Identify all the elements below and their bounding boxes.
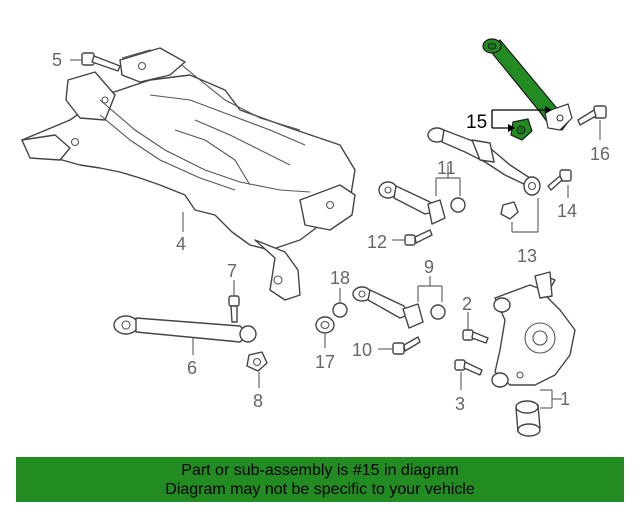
- bolt-2: [462, 329, 489, 344]
- link-9: [352, 286, 446, 329]
- bolt-3: [454, 359, 483, 376]
- callout-9: 9: [424, 257, 434, 277]
- notice-line-1: Part or sub-assembly is #15 in diagram: [181, 461, 459, 479]
- notice-banner: Part or sub-assembly is #15 in diagram D…: [16, 457, 624, 502]
- rear-subframe: [21, 47, 356, 301]
- bolt-5: [81, 52, 121, 72]
- bolt-12: [404, 229, 433, 246]
- washer-17: [315, 316, 335, 334]
- callout-4: 4: [176, 234, 186, 254]
- callout-10: 10: [352, 340, 372, 360]
- callout-2: 2: [462, 294, 472, 314]
- bushing-15: [510, 118, 533, 141]
- callout-7: 7: [227, 261, 237, 281]
- callout-5: 5: [52, 50, 62, 70]
- callout-1: 1: [560, 389, 570, 409]
- callout-14: 14: [557, 201, 577, 221]
- notice-line-2: Diagram may not be specific to your vehi…: [165, 480, 475, 498]
- bushing-1: [515, 400, 541, 437]
- callout-13: 13: [517, 246, 537, 266]
- callout-6: 6: [187, 358, 197, 378]
- callout-18: 18: [330, 268, 350, 288]
- nut-13: [500, 201, 519, 220]
- callout-17: 17: [315, 352, 335, 372]
- callout-8: 8: [253, 391, 263, 411]
- callout-3: 3: [455, 394, 465, 414]
- callout-16: 16: [590, 144, 610, 164]
- bolt-16: [577, 105, 607, 126]
- callout-12: 12: [367, 232, 387, 252]
- callout-15: 15: [466, 112, 487, 133]
- nut-8: [246, 351, 268, 372]
- nut-18: [332, 302, 348, 318]
- lateral-link-13: [427, 127, 541, 196]
- lower-arm-6: [113, 315, 257, 343]
- bolt-7: [228, 295, 240, 323]
- knuckle: [491, 271, 576, 388]
- upper-control-arm-15: [482, 38, 573, 131]
- parts-diagram: 4 5 15 16: [21, 38, 610, 437]
- callout-11: 11: [437, 158, 456, 178]
- link-11: [378, 181, 466, 225]
- callout-15-bracket: [491, 106, 552, 132]
- bolt-10: [392, 336, 421, 355]
- bolt-14: [547, 169, 572, 191]
